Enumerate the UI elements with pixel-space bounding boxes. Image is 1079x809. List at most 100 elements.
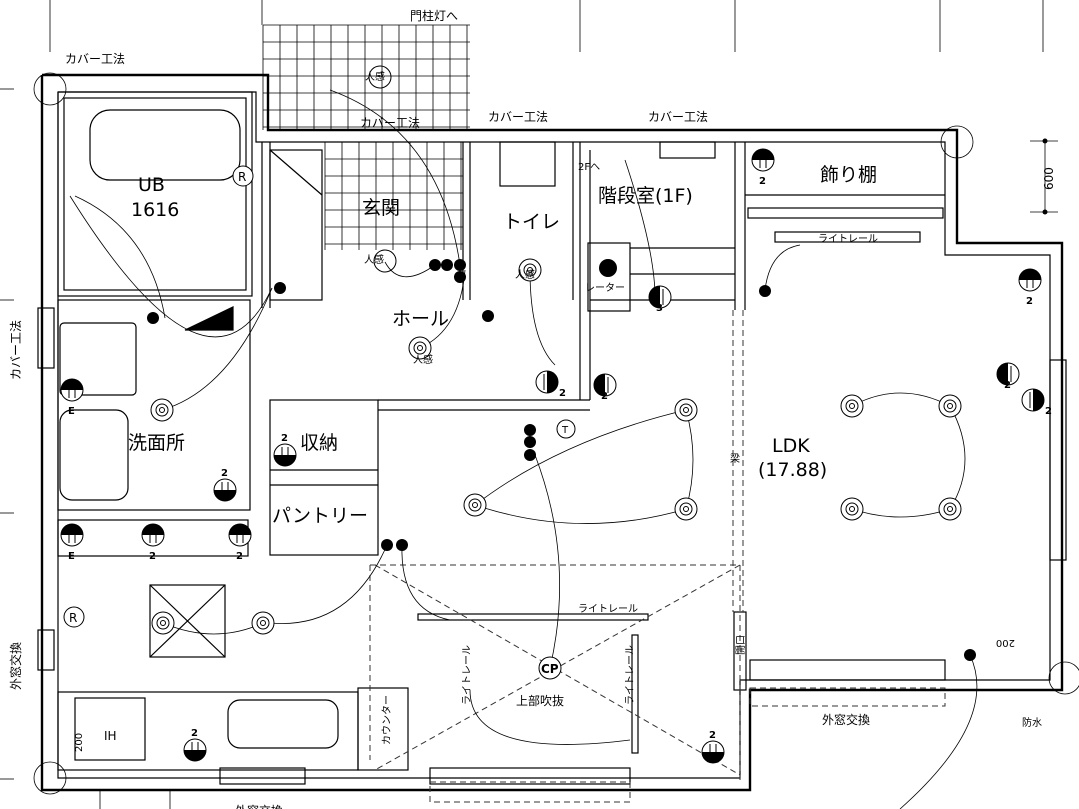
room-storage: 収納 <box>300 432 338 454</box>
thermostat-symbol: T <box>556 419 576 439</box>
room-toilet: トイレ <box>503 211 560 233</box>
outlet-count-label: 2 <box>281 433 288 444</box>
reference-lines <box>0 0 1044 809</box>
room-void: 上部吹抜 <box>516 693 564 708</box>
outlet-count-label: 2 <box>191 728 198 739</box>
downlight-icon <box>840 497 864 521</box>
downlight-icon <box>938 497 962 521</box>
corner-mark-icon <box>940 125 974 159</box>
room-ub-size: 1616 <box>131 199 179 221</box>
outlet-count-label: 2 <box>1026 296 1033 307</box>
room-washroom: 洗面所 <box>128 432 185 454</box>
downlight-icon <box>518 258 542 282</box>
ih-label: IH <box>104 729 117 743</box>
outlet-count-label: E <box>68 406 75 417</box>
switch-icon <box>147 312 159 324</box>
counter-label: カウンター <box>381 695 393 745</box>
motion-sensor-icon <box>373 249 397 273</box>
corner-mark-icon <box>33 72 67 106</box>
outlet-count-label: E <box>68 551 75 562</box>
room-stair: 階段室(1F) <box>598 185 693 207</box>
exterior-walls <box>40 73 1064 792</box>
outlet-count-label: 2 <box>559 388 566 399</box>
outlet-count-label: 2 <box>236 551 243 562</box>
light-rail-label: ライトレール <box>461 645 473 705</box>
cover-method-note: カバー工法 <box>65 52 125 66</box>
outlet-icon: 2 <box>273 433 297 467</box>
r-mark: R <box>63 606 85 628</box>
opening-label: 開口 <box>735 635 747 655</box>
cover-method-note: カバー工法 <box>488 110 548 124</box>
cp-symbol: CP <box>538 656 562 680</box>
motion-sensor-icon <box>368 65 392 89</box>
downlight-icon <box>674 398 698 422</box>
200v-label: 200 <box>996 637 1015 648</box>
switch-icon <box>524 436 536 448</box>
outlet-icon: 2 <box>593 373 617 402</box>
outlet-count-label: 2 <box>149 551 156 562</box>
downlight-icon <box>251 611 275 635</box>
switch-icon <box>482 310 494 322</box>
room-ldk-area: (17.88) <box>758 459 827 481</box>
downlight-icon <box>840 394 864 418</box>
outlet-icon: 2 <box>996 362 1020 391</box>
dimension-line <box>1030 138 1058 215</box>
outlet-icon: E <box>60 378 84 417</box>
svg-text:R: R <box>238 170 246 184</box>
room-shelf: 飾り棚 <box>820 164 877 186</box>
gate-light-note: 門柱灯へ <box>410 8 458 23</box>
window-replace-note: 外窓交換 <box>8 642 23 690</box>
waterproof-label: 防水 <box>1022 716 1042 729</box>
switch-icon <box>381 539 393 551</box>
outlet-icon: 3 <box>648 285 672 314</box>
window-replace-note: 外窓交換 <box>235 803 283 809</box>
cover-method-note: カバー工法 <box>9 320 23 380</box>
outlet-icon: 2 <box>751 148 775 187</box>
outlet-count-label: 2 <box>709 730 716 741</box>
beam-label: 梁 <box>730 452 740 465</box>
downlight-icon <box>151 611 175 635</box>
svg-text:R: R <box>69 611 77 625</box>
switch-icon <box>759 285 771 297</box>
outlet-icon: 2 <box>535 370 566 399</box>
downlight-icon <box>938 394 962 418</box>
switch-icon <box>964 649 976 661</box>
outlet-count-label: 2 <box>601 391 608 402</box>
outlet-count-label: 2 <box>1004 380 1011 391</box>
switch-icon <box>524 424 536 436</box>
light-rail-label: ライトレール <box>818 233 878 245</box>
corner-mark-icon <box>1048 661 1079 695</box>
heater-note: レーター <box>585 282 625 294</box>
outlet-icon: 2 <box>701 730 725 764</box>
outlet-icon: 2 <box>183 728 207 762</box>
switch-icon <box>396 539 408 551</box>
outlet-count-label: 2 <box>1045 406 1052 417</box>
outlet-icon: 2 <box>213 468 237 502</box>
motion-sensor-label: 人感 <box>364 253 384 266</box>
window-replace-note: 外窓交換 <box>822 712 870 727</box>
downlight-icon <box>408 336 432 360</box>
downlight-icon <box>150 398 174 422</box>
200v-label: 200 <box>74 733 85 752</box>
light-rail-label: ライトレール <box>578 603 638 615</box>
outlet-icon: E <box>60 523 84 562</box>
outlet-icon: 2 <box>228 523 252 562</box>
outlet-count-label: 2 <box>221 468 228 479</box>
corner-mark-icon <box>33 761 67 795</box>
switch-icon <box>454 259 466 271</box>
switch-icon <box>274 282 286 294</box>
r-mark: R <box>232 165 254 187</box>
cover-method-note: カバー工法 <box>648 110 708 124</box>
light-rail-label: ライトレール <box>624 645 636 705</box>
outlet-icon: 2 <box>1021 388 1052 417</box>
motion-sensor-label: 人感 <box>515 268 535 281</box>
cover-method-note: カバー工法 <box>360 116 420 130</box>
outlet-icon: 2 <box>1018 268 1042 307</box>
svg-text:T: T <box>561 425 569 436</box>
svg-text:CP: CP <box>541 662 559 676</box>
downlight-icon <box>674 497 698 521</box>
interior-walls <box>37 91 1067 785</box>
switch-icon <box>441 259 453 271</box>
